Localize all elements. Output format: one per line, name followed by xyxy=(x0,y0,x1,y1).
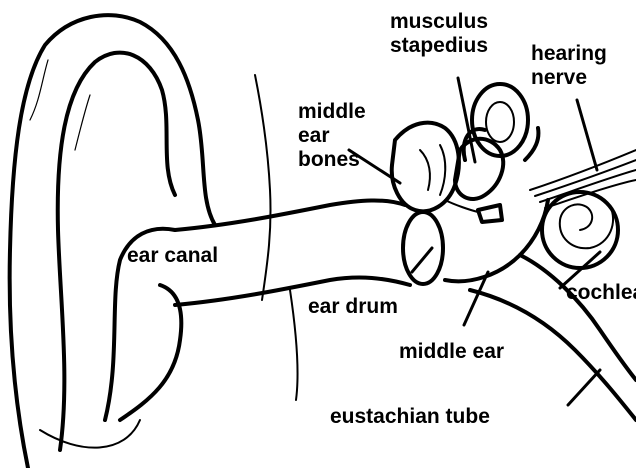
pointer-ear-drum xyxy=(412,248,432,272)
head-contour xyxy=(255,75,298,400)
label-middle-ear-bones-line-2: ear xyxy=(298,124,366,148)
pointer-hearing-nerve xyxy=(577,100,597,170)
label-hearing-nerve-line-2: nerve xyxy=(531,66,607,90)
label-eustachian-tube: eustachian tube xyxy=(330,405,490,429)
label-hearing-nerve-line-1: hearing xyxy=(531,42,607,66)
label-musculus-stapedius: musculus stapedius xyxy=(374,10,504,58)
label-middle-ear-bones-line-3: bones xyxy=(298,148,366,172)
label-ear-canal: ear canal xyxy=(127,244,218,268)
middle-ear-bones-shape xyxy=(392,123,503,222)
label-cochlea: cochlea xyxy=(566,281,636,305)
label-musculus-stapedius-line-1: musculus xyxy=(374,10,504,34)
label-musculus-stapedius-line-2: stapedius xyxy=(374,34,504,58)
label-ear-drum: ear drum xyxy=(308,295,398,319)
pointer-eustachian-tube xyxy=(568,370,600,405)
label-middle-ear-bones: middle ear bones xyxy=(298,100,366,172)
label-middle-ear: middle ear xyxy=(399,340,504,364)
hearing-nerve-shape xyxy=(530,150,636,208)
cochlea-shape xyxy=(542,192,618,268)
label-hearing-nerve: hearing nerve xyxy=(531,42,607,90)
ear-drum-shape xyxy=(403,212,443,284)
label-middle-ear-bones-line-1: middle xyxy=(298,100,366,124)
pinna xyxy=(10,15,215,468)
